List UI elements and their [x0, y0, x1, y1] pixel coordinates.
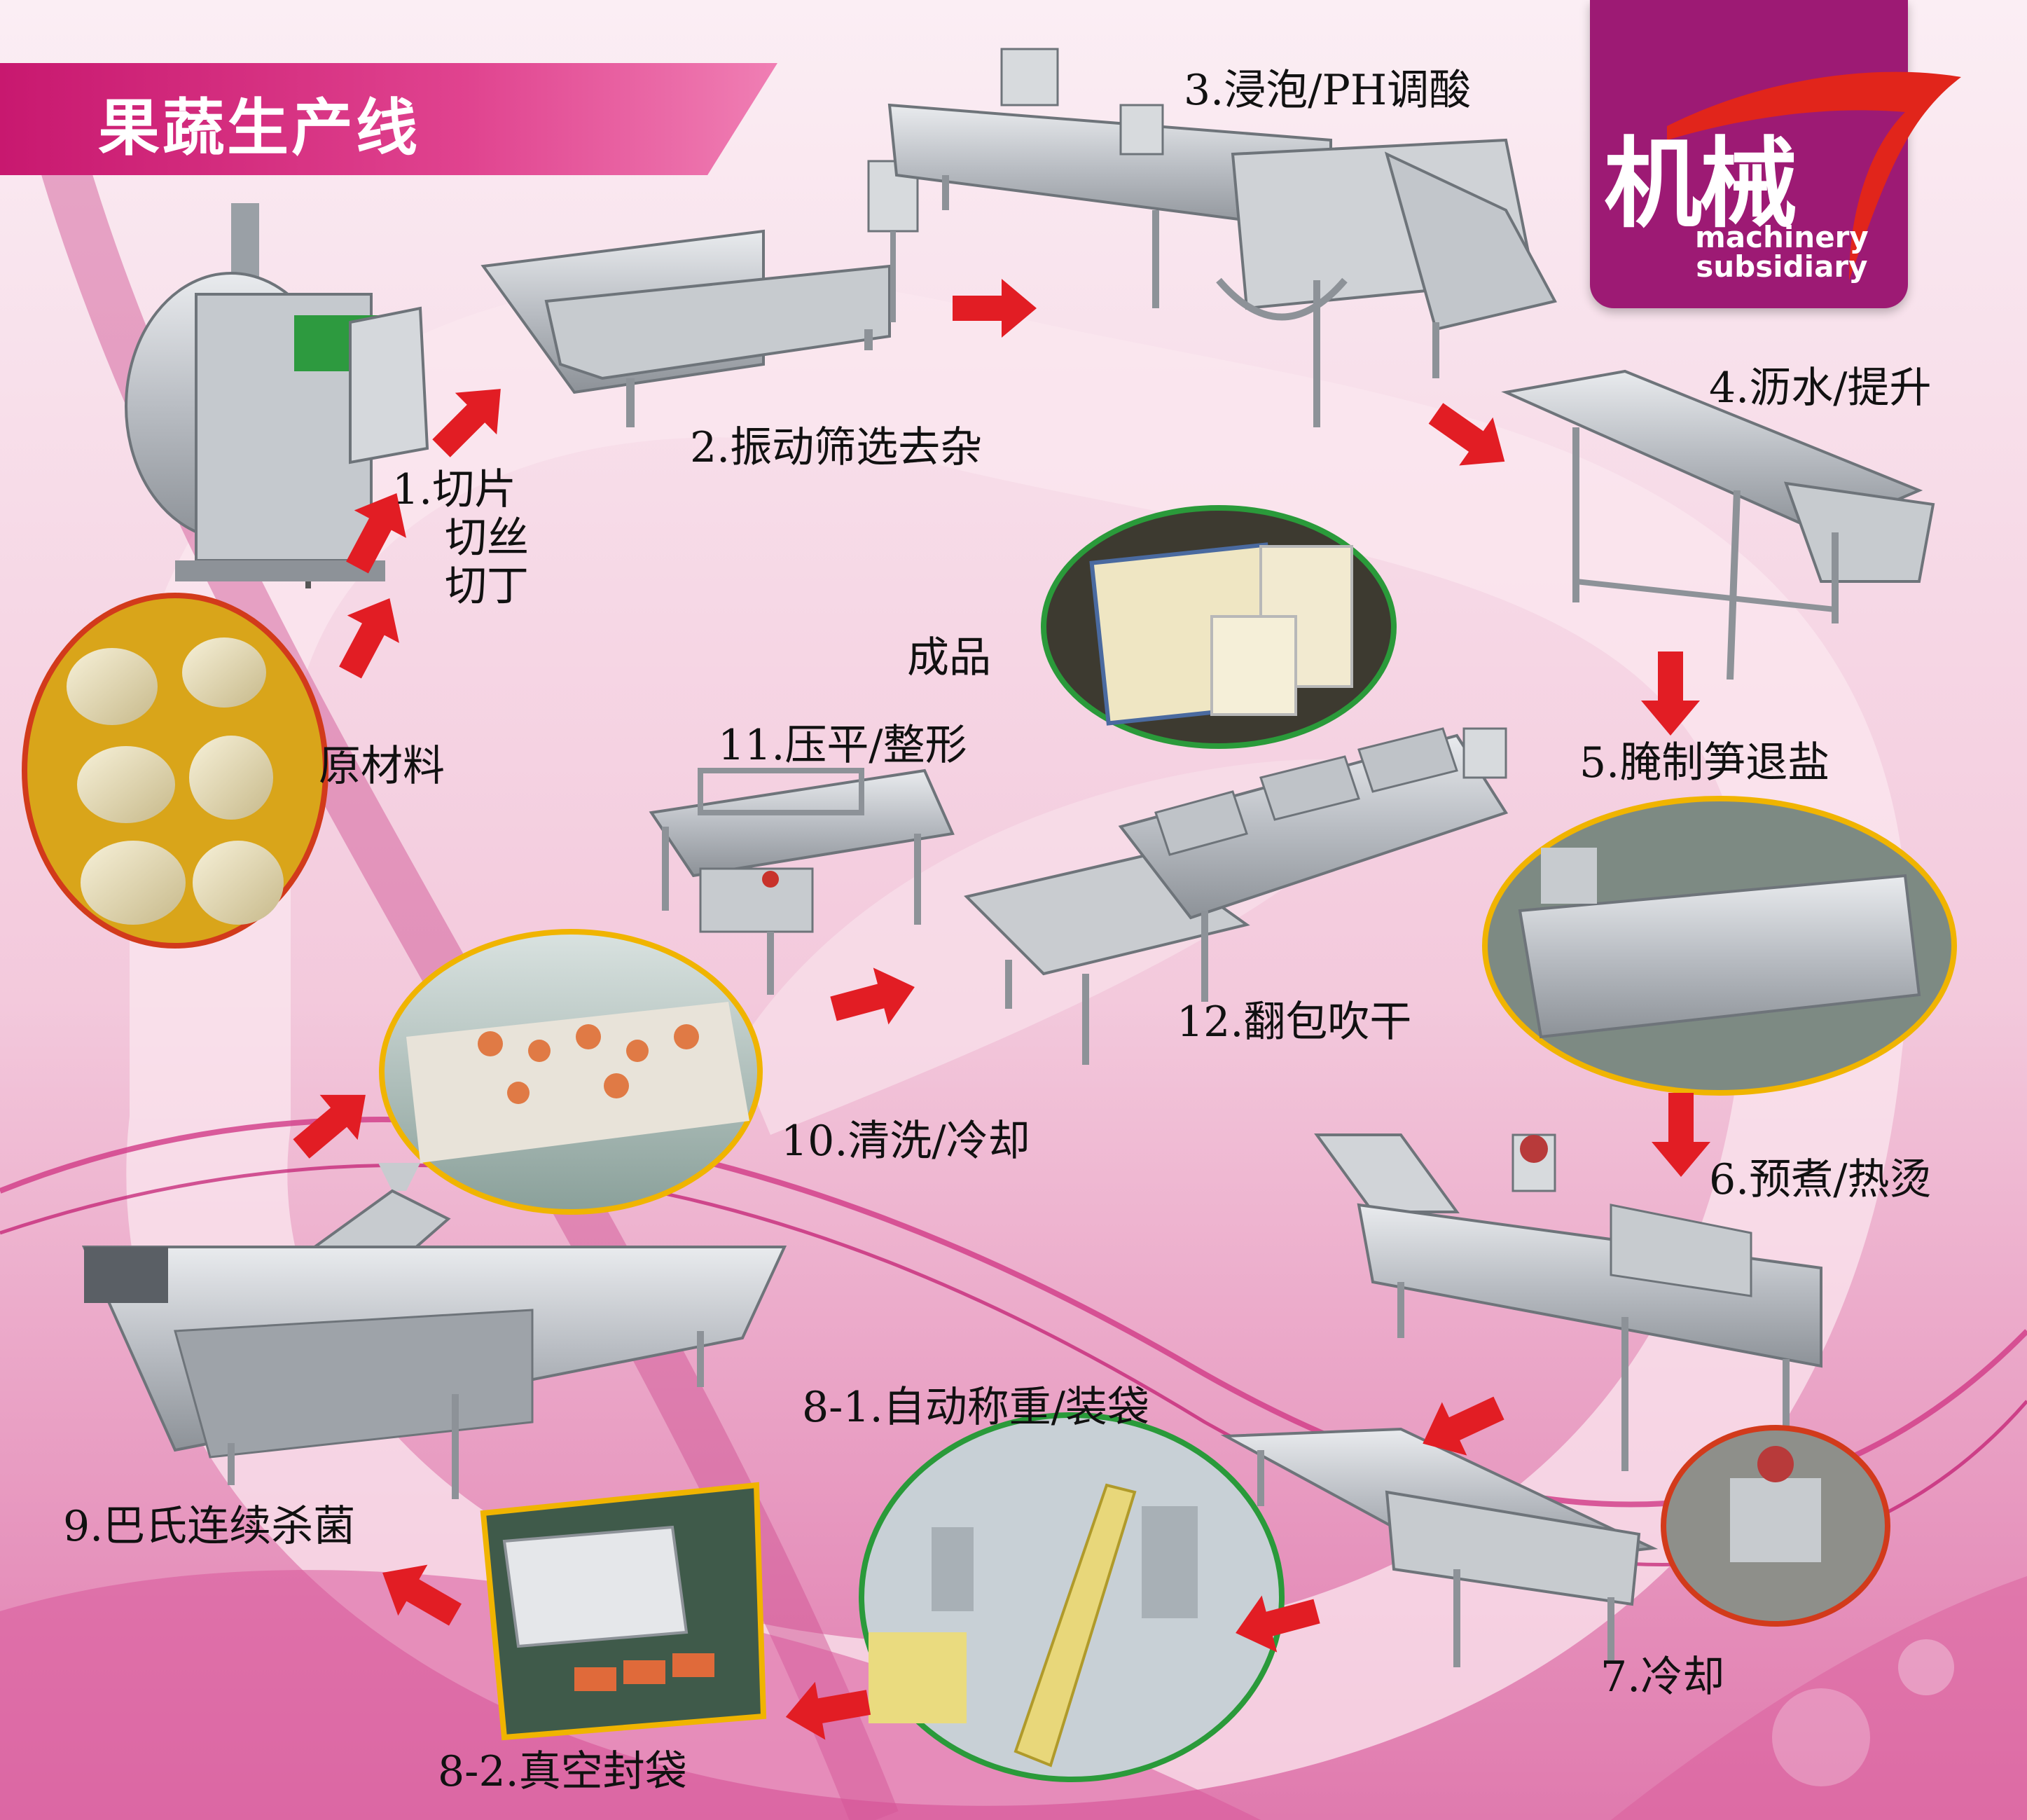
logo-english-line2: subsidiary — [1696, 249, 1868, 284]
arrow-icon — [1641, 652, 1700, 736]
title-banner — [0, 63, 777, 175]
step-8-1-label: 8-1.自动称重/装袋 — [802, 1383, 1149, 1432]
raw-material-label: 原材料 — [319, 742, 445, 791]
step-9-label: 9.巴氏连续杀菌 — [63, 1502, 356, 1551]
arrow-icon — [953, 279, 1037, 338]
finished-product-label: 成品 — [907, 633, 991, 682]
arrow-icon — [1423, 1396, 1504, 1456]
step-1-line3: 切丁 — [445, 562, 529, 611]
step-11-label: 11.压平/整形 — [718, 721, 967, 770]
raw-material-photo — [22, 593, 328, 949]
machine-icon — [887, 48, 1557, 427]
valve-photo — [1661, 1425, 1890, 1627]
desalting-photo — [1482, 796, 1957, 1096]
step-7-label: 7.冷却 — [1600, 1653, 1725, 1702]
arrow-icon — [432, 389, 501, 457]
machine-icon — [964, 727, 1509, 1065]
arrow-icon — [382, 1564, 462, 1626]
arrow-icon — [293, 1094, 366, 1159]
product-photo — [1041, 505, 1397, 749]
logo-chinese: 机械 — [1604, 127, 1797, 242]
step-1-line1: 1.切片 — [392, 465, 517, 514]
step-2-label: 2.振动筛选去杂 — [690, 423, 983, 472]
step-1-label: 1.切片 切丝 切丁 — [392, 466, 529, 611]
flow-arrows — [293, 279, 1710, 1740]
machine-icon — [81, 1163, 787, 1499]
logo-english: machinery subsidiary — [1695, 223, 1869, 282]
arrow-icon — [346, 493, 406, 574]
step-10-label: 10.清洗/冷却 — [781, 1117, 1030, 1166]
step-6-label: 6.预煮/热烫 — [1709, 1155, 1932, 1204]
step-8-2-label: 8-2.真空封袋 — [438, 1747, 687, 1796]
logo-english-line1: machinery — [1695, 220, 1869, 254]
weighing-photo — [859, 1412, 1285, 1782]
washing-photo — [379, 929, 763, 1215]
arrow-icon — [1652, 1093, 1710, 1177]
arrow-icon — [1428, 403, 1505, 466]
step-3-label: 3.浸泡/PH调酸 — [1184, 66, 1472, 115]
arrow-icon — [785, 1681, 871, 1740]
machine-icon — [1220, 1427, 1659, 1667]
machine-icon — [649, 768, 955, 995]
arrow-icon — [1236, 1595, 1320, 1653]
machine-icon — [1501, 369, 1935, 680]
machine-icon — [1314, 1133, 1822, 1471]
step-12-label: 12.翻包吹干 — [1177, 998, 1412, 1047]
arrow-icon — [830, 967, 915, 1025]
arrow-icon — [339, 598, 399, 679]
vacuum-photo — [480, 1482, 767, 1741]
step-5-label: 5.腌制笋退盐 — [1579, 738, 1830, 787]
step-4-label: 4.沥水/提升 — [1709, 364, 1932, 413]
step-1-line2: 切丝 — [445, 513, 529, 563]
machine-icon — [125, 203, 429, 588]
page-title: 果蔬生产线 — [98, 92, 421, 164]
machine-icon — [480, 160, 919, 427]
